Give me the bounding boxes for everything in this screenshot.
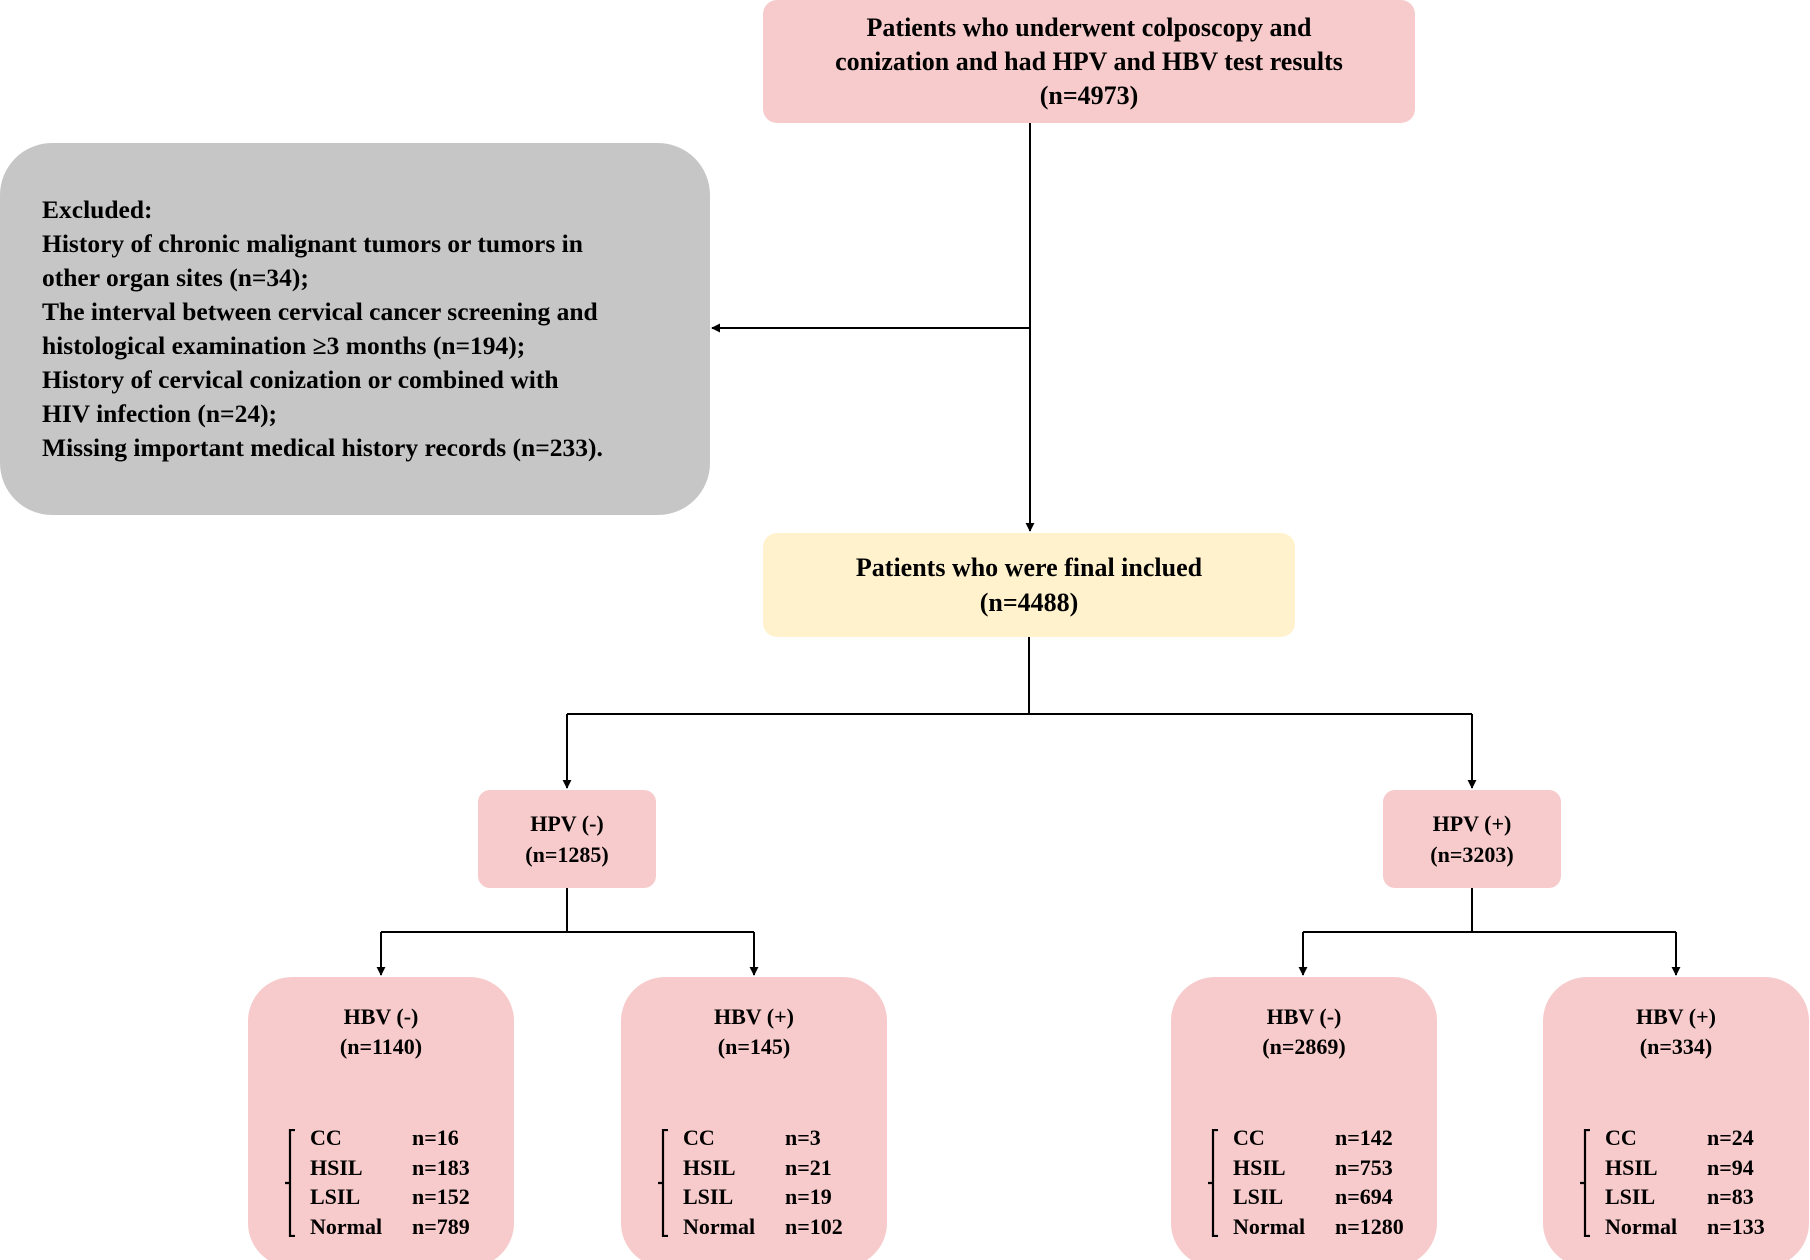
histology-row: Normal n=789 xyxy=(284,1212,494,1242)
histology-row: Normal n=102 xyxy=(657,1212,867,1242)
histology-breakdown: CC n=142 HSIL n=753 LSIL n=694 Normal n=1280 xyxy=(1207,1123,1417,1241)
hbv-group-label: HBV (-) xyxy=(343,1004,419,1029)
histology-count: n=3 xyxy=(785,1125,821,1150)
excluded-line-4: histological examination ≥3 months (n=19… xyxy=(42,331,526,360)
hbv-group-label: HBV (+) xyxy=(1636,1004,1716,1029)
histology-breakdown: CC n=3 HSIL n=21 LSIL n=19 Normal n=102 xyxy=(657,1123,867,1241)
hbv-group-count: (n=334) xyxy=(1639,1034,1713,1059)
histology-row: LSIL n=152 xyxy=(284,1182,494,1212)
hbv-group-label: HBV (+) xyxy=(714,1004,794,1029)
histology-row: HSIL n=21 xyxy=(657,1153,867,1183)
histology-class: HSIL xyxy=(310,1154,363,1180)
hpv-negative-count: (n=1285) xyxy=(525,842,609,867)
histology-row: Normal n=133 xyxy=(1579,1212,1789,1242)
hbv-group-box: HBV (-) (n=2869) CC n=142 HSIL n=753 LSIL n… xyxy=(1171,977,1437,1260)
histology-count: n=1280 xyxy=(1335,1213,1404,1239)
excluded-box: Excluded: History of chronic malignant t… xyxy=(0,143,710,515)
bracket-icon xyxy=(285,1129,295,1237)
histology-row: Normal n=1280 xyxy=(1207,1212,1417,1242)
histology-count: n=789 xyxy=(412,1213,470,1239)
hbv-group-box: HBV (+) (n=334) CC n=24 HSIL n=94 LSIL n=83… xyxy=(1543,977,1809,1260)
bracket-icon xyxy=(1208,1129,1218,1237)
final-included-box: Patients who were final inclued (n=4488) xyxy=(763,533,1295,637)
histology-class: CC xyxy=(683,1125,715,1150)
enrolled-line-2: conization and had HPV and HBV test resu… xyxy=(835,46,1343,76)
histology-row: LSIL n=694 xyxy=(1207,1182,1417,1212)
hbv-group-box: HBV (-) (n=1140) CC n=16 HSIL n=183 LSIL n=… xyxy=(248,977,514,1260)
enrolled-line-1: Patients who underwent colposcopy and xyxy=(866,12,1312,42)
histology-count: n=21 xyxy=(785,1154,832,1180)
hbv-group-label: HBV (-) xyxy=(1266,1004,1342,1029)
histology-class: Normal xyxy=(1605,1213,1678,1239)
histology-count: n=133 xyxy=(1707,1213,1765,1239)
histology-class: Normal xyxy=(1233,1213,1306,1239)
histology-breakdown: CC n=16 HSIL n=183 LSIL n=152 Normal n=789 xyxy=(284,1123,494,1241)
histology-row: CC n=3 xyxy=(657,1123,867,1153)
excluded-line-6: HIV infection (n=24); xyxy=(42,399,278,428)
hpv-negative-box: HPV (-) (n=1285) xyxy=(478,790,656,888)
histology-count: n=83 xyxy=(1707,1184,1754,1209)
histology-count: n=24 xyxy=(1707,1125,1754,1150)
histology-class: CC xyxy=(1233,1125,1265,1150)
hpv-positive-box: HPV (+) (n=3203) xyxy=(1383,790,1561,888)
histology-class: Normal xyxy=(683,1213,756,1239)
hbv-group-box: HBV (+) (n=145) CC n=3 HSIL n=21 LSIL n=19 … xyxy=(621,977,887,1260)
histology-row: CC n=24 xyxy=(1579,1123,1789,1153)
hpv-positive-count: (n=3203) xyxy=(1430,842,1514,867)
final-included-title: Patients who were final inclued xyxy=(855,553,1203,582)
excluded-title: Excluded: xyxy=(42,195,153,224)
histology-count: n=694 xyxy=(1335,1184,1393,1209)
histology-count: n=142 xyxy=(1335,1125,1393,1150)
histology-count: n=183 xyxy=(412,1154,470,1180)
bracket-icon xyxy=(658,1129,668,1237)
hbv-group-count: (n=145) xyxy=(717,1034,791,1059)
histology-class: CC xyxy=(310,1125,342,1150)
enrolled-patients-box: Patients who underwent colposcopy and co… xyxy=(763,0,1415,123)
histology-row: HSIL n=94 xyxy=(1579,1153,1789,1183)
histology-breakdown: CC n=24 HSIL n=94 LSIL n=83 Normal n=133 xyxy=(1579,1123,1789,1241)
hbv-group-count: (n=2869) xyxy=(1262,1034,1346,1059)
histology-class: LSIL xyxy=(1605,1184,1656,1209)
hpv-positive-label: HPV (+) xyxy=(1432,811,1512,836)
hbv-group-count: (n=1140) xyxy=(339,1034,423,1059)
histology-class: Normal xyxy=(310,1213,383,1239)
histology-class: LSIL xyxy=(683,1184,734,1209)
histology-class: HSIL xyxy=(1605,1154,1658,1180)
histology-row: LSIL n=83 xyxy=(1579,1182,1789,1212)
histology-row: LSIL n=19 xyxy=(657,1182,867,1212)
excluded-line-2: other organ sites (n=34); xyxy=(42,263,309,292)
excluded-line-3: The interval between cervical cancer scr… xyxy=(42,297,598,326)
histology-row: CC n=16 xyxy=(284,1123,494,1153)
excluded-line-7: Missing important medical history record… xyxy=(42,433,603,462)
histology-class: CC xyxy=(1605,1125,1637,1150)
histology-row: HSIL n=753 xyxy=(1207,1153,1417,1183)
histology-count: n=102 xyxy=(785,1213,843,1239)
histology-class: HSIL xyxy=(683,1154,736,1180)
histology-row: CC n=142 xyxy=(1207,1123,1417,1153)
histology-count: n=152 xyxy=(412,1184,470,1209)
histology-count: n=94 xyxy=(1707,1154,1754,1180)
histology-row: HSIL n=183 xyxy=(284,1153,494,1183)
histology-count: n=753 xyxy=(1335,1154,1393,1180)
enrolled-count: (n=4973) xyxy=(1039,80,1139,110)
histology-count: n=19 xyxy=(785,1184,832,1209)
histology-class: LSIL xyxy=(1233,1184,1284,1209)
histology-count: n=16 xyxy=(412,1125,459,1150)
histology-class: HSIL xyxy=(1233,1154,1286,1180)
excluded-line-5: History of cervical conization or combin… xyxy=(42,365,559,394)
excluded-line-1: History of chronic malignant tumors or t… xyxy=(42,229,583,258)
bracket-icon xyxy=(1580,1129,1590,1237)
hpv-negative-label: HPV (-) xyxy=(530,811,604,836)
histology-class: LSIL xyxy=(310,1184,361,1209)
final-included-count: (n=4488) xyxy=(979,588,1079,617)
